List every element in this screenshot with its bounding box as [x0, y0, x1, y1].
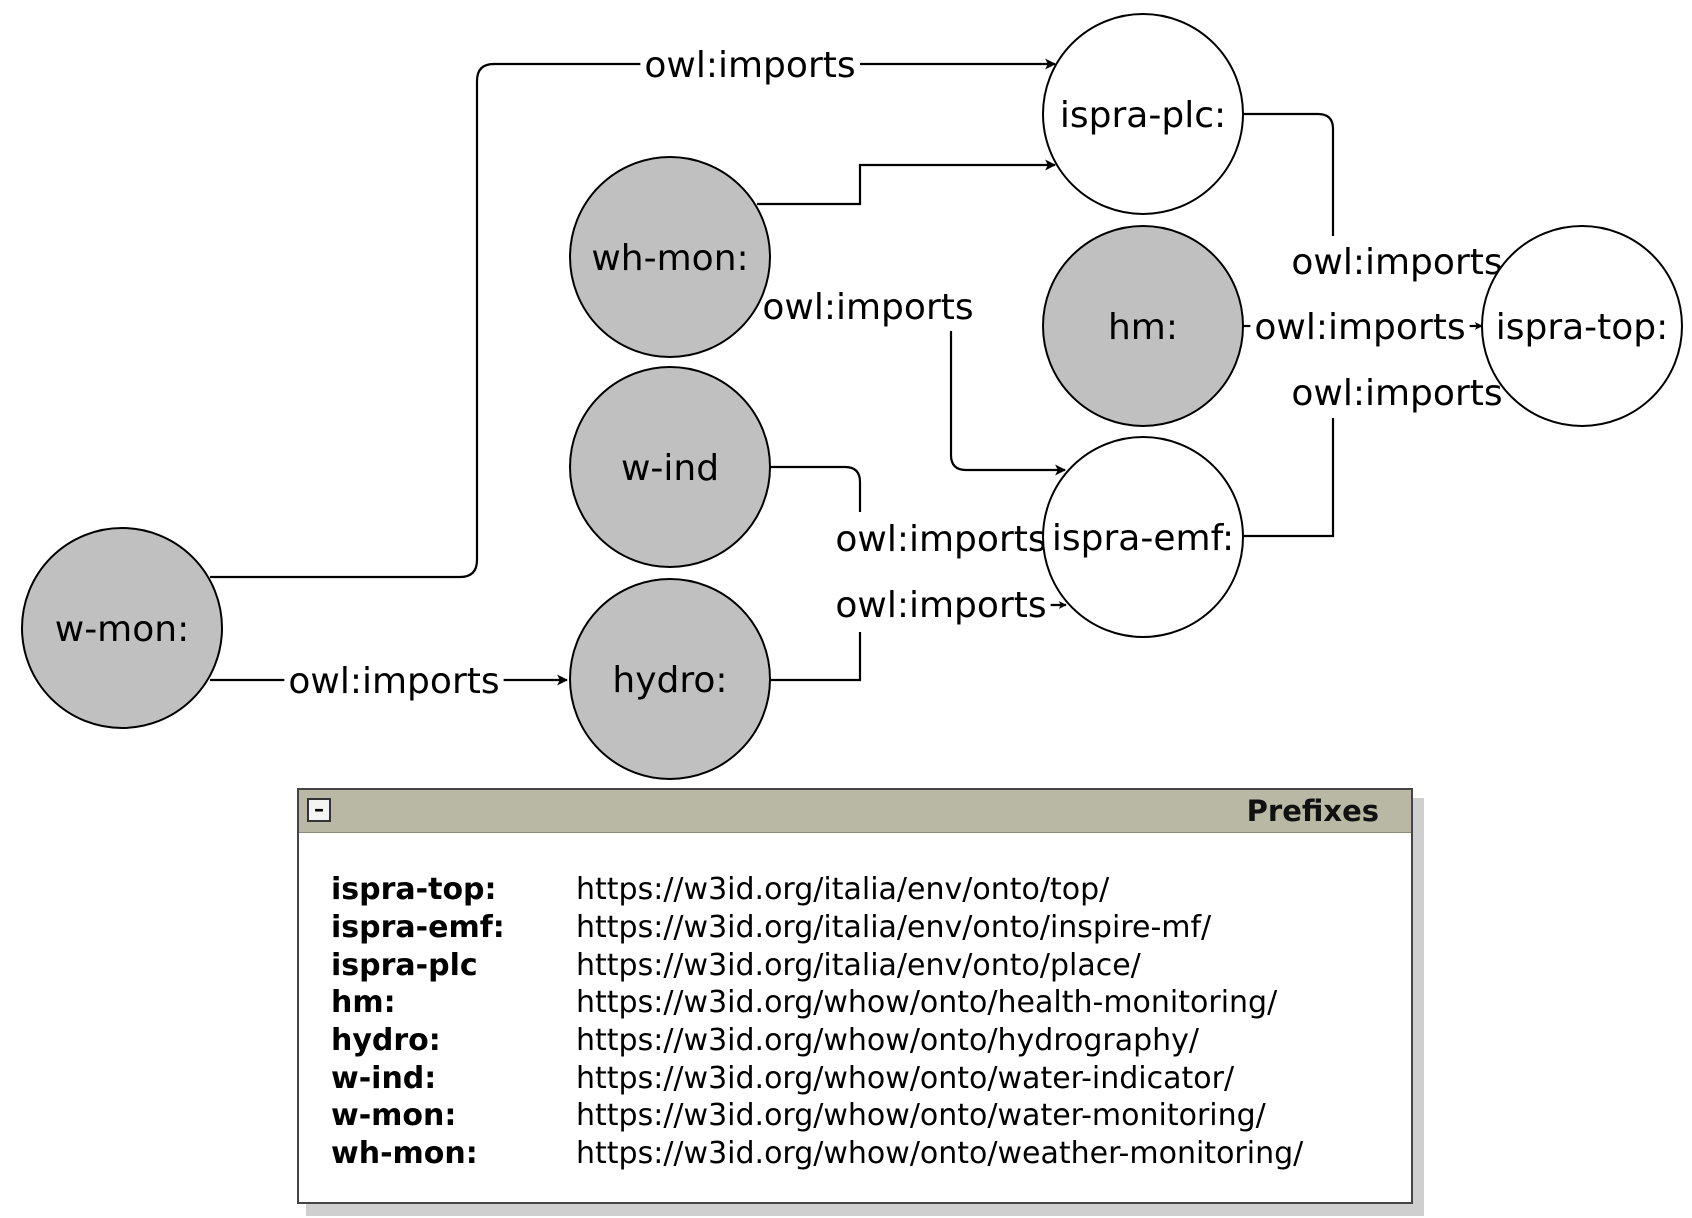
node-circle	[569, 578, 771, 780]
edge-ispraemf-ispratop: owl:imports	[1243, 373, 1507, 538]
prefix-key: ispra-emf:	[331, 910, 505, 946]
edge-label-background	[284, 661, 504, 702]
prefix-uri: https://w3id.org/italia/env/onto/top/	[576, 872, 1110, 908]
edge-whmon-ispraemf: owl:imports	[756, 287, 1067, 476]
prefix-key: w-mon:	[331, 1098, 457, 1134]
prefix-uri: https://w3id.org/italia/env/onto/inspire…	[576, 910, 1212, 946]
node-hydro[interactable]: hydro:	[569, 578, 771, 780]
edge-label: owl:imports	[762, 287, 973, 328]
node-circle	[1042, 13, 1244, 215]
edge-label-background	[1250, 307, 1470, 348]
prefix-row: hm: https://w3id.org/whow/onto/health-mo…	[331, 984, 1411, 1022]
node-label: ispra-emf:	[1052, 518, 1234, 559]
edge-label: owl:imports	[1291, 242, 1502, 283]
node-w-ind[interactable]: w-ind	[569, 366, 771, 568]
edge-line	[1243, 112, 1335, 236]
edge-line	[770, 632, 862, 682]
node-label: hm:	[1108, 307, 1178, 348]
edge-whmon-ispraplc	[757, 159, 1057, 206]
edge-line	[210, 62, 645, 579]
node-label: wh-mon:	[591, 238, 748, 279]
edge-label: owl:imports	[1254, 307, 1465, 348]
node-label: ispra-plc:	[1060, 95, 1226, 136]
prefix-uri: https://w3id.org/whow/onto/water-indicat…	[576, 1060, 1235, 1096]
edge-label-background	[831, 585, 1051, 626]
node-circle	[569, 366, 771, 568]
ontology-import-graph: owl:imports owl:imports owl:imports owl:…	[21, 13, 1683, 780]
node-circle	[569, 156, 771, 358]
prefix-row: w-mon: https://w3id.org/whow/onto/water-…	[331, 1097, 1411, 1135]
node-label: ispra-top:	[1496, 307, 1669, 348]
prefixes-legend: – Prefixes ispra-top: https://w3id.org/i…	[297, 788, 1413, 1204]
edge-line	[770, 465, 862, 512]
edge-wmon-hydro: owl:imports	[210, 661, 569, 702]
node-label: hydro:	[612, 660, 727, 701]
edge-label: owl:imports	[835, 585, 1046, 626]
prefix-uri: https://w3id.org/italia/env/onto/place/	[576, 947, 1141, 983]
edge-line	[1243, 418, 1335, 538]
prefix-uri: https://w3id.org/whow/onto/water-monitor…	[576, 1098, 1266, 1134]
node-label: w-ind	[621, 448, 719, 489]
legend-header: – Prefixes	[299, 790, 1411, 833]
prefix-key: ispra-plc	[331, 947, 478, 983]
node-ispra-top[interactable]: ispra-top:	[1481, 225, 1683, 427]
prefix-row: w-ind: https://w3id.org/whow/onto/water-…	[331, 1059, 1411, 1097]
node-circle	[1042, 225, 1244, 427]
prefix-row: hydro: https://w3id.org/whow/onto/hydrog…	[331, 1022, 1411, 1060]
prefix-row: wh-mon: https://w3id.org/whow/onto/weath…	[331, 1135, 1411, 1173]
prefix-key: w-ind:	[331, 1060, 437, 1096]
legend-title: Prefixes	[1246, 794, 1379, 828]
prefix-key: hydro:	[331, 1023, 441, 1059]
edge-arrow	[757, 159, 1057, 206]
node-ispra-emf[interactable]: ispra-emf:	[1042, 436, 1244, 638]
edge-label-background	[640, 45, 860, 86]
edge-wind-ispraemf: owl:imports	[770, 465, 1051, 560]
node-wh-mon[interactable]: wh-mon:	[569, 156, 771, 358]
edge-label: owl:imports	[835, 519, 1046, 560]
edge-label: owl:imports	[1291, 373, 1502, 414]
prefix-key: wh-mon:	[331, 1136, 478, 1172]
edge-label-background	[758, 287, 978, 328]
node-circle	[1481, 225, 1683, 427]
edge-hm-ispratop: owl:imports	[1243, 307, 1483, 348]
edge-label-background	[831, 519, 1051, 560]
edge-ispraplc-ispratop: owl:imports	[1243, 112, 1507, 283]
prefix-uri: https://w3id.org/whow/onto/hydrography/	[576, 1023, 1200, 1059]
prefix-uri: https://w3id.org/whow/onto/health-monito…	[576, 985, 1278, 1021]
node-circle	[21, 527, 223, 729]
prefix-row: ispra-plc https://w3id.org/italia/env/on…	[331, 946, 1411, 984]
node-w-mon[interactable]: w-mon:	[21, 527, 223, 729]
node-circle	[1042, 436, 1244, 638]
edge-arrow	[949, 331, 1067, 476]
node-label: w-mon:	[55, 609, 189, 650]
node-ispra-plc[interactable]: ispra-plc:	[1042, 13, 1244, 215]
edge-label: owl:imports	[644, 45, 855, 86]
edge-label: owl:imports	[288, 661, 499, 702]
prefix-row: ispra-emf: https://w3id.org/italia/env/o…	[331, 909, 1411, 947]
node-hm[interactable]: hm:	[1042, 225, 1244, 427]
prefix-key: ispra-top:	[331, 872, 497, 908]
edge-label-background	[1287, 242, 1507, 283]
edge-label-background	[1287, 373, 1507, 414]
legend-body: ispra-top: https://w3id.org/italia/env/o…	[299, 833, 1411, 1173]
edge-hydro-ispraemf: owl:imports	[770, 585, 1067, 682]
prefix-row: ispra-top: https://w3id.org/italia/env/o…	[331, 871, 1411, 909]
edge-wmon-ispraplc: owl:imports	[210, 45, 1057, 579]
collapse-icon[interactable]: –	[307, 798, 331, 822]
prefix-key: hm:	[331, 985, 396, 1021]
prefix-uri: https://w3id.org/whow/onto/weather-monit…	[576, 1136, 1304, 1172]
